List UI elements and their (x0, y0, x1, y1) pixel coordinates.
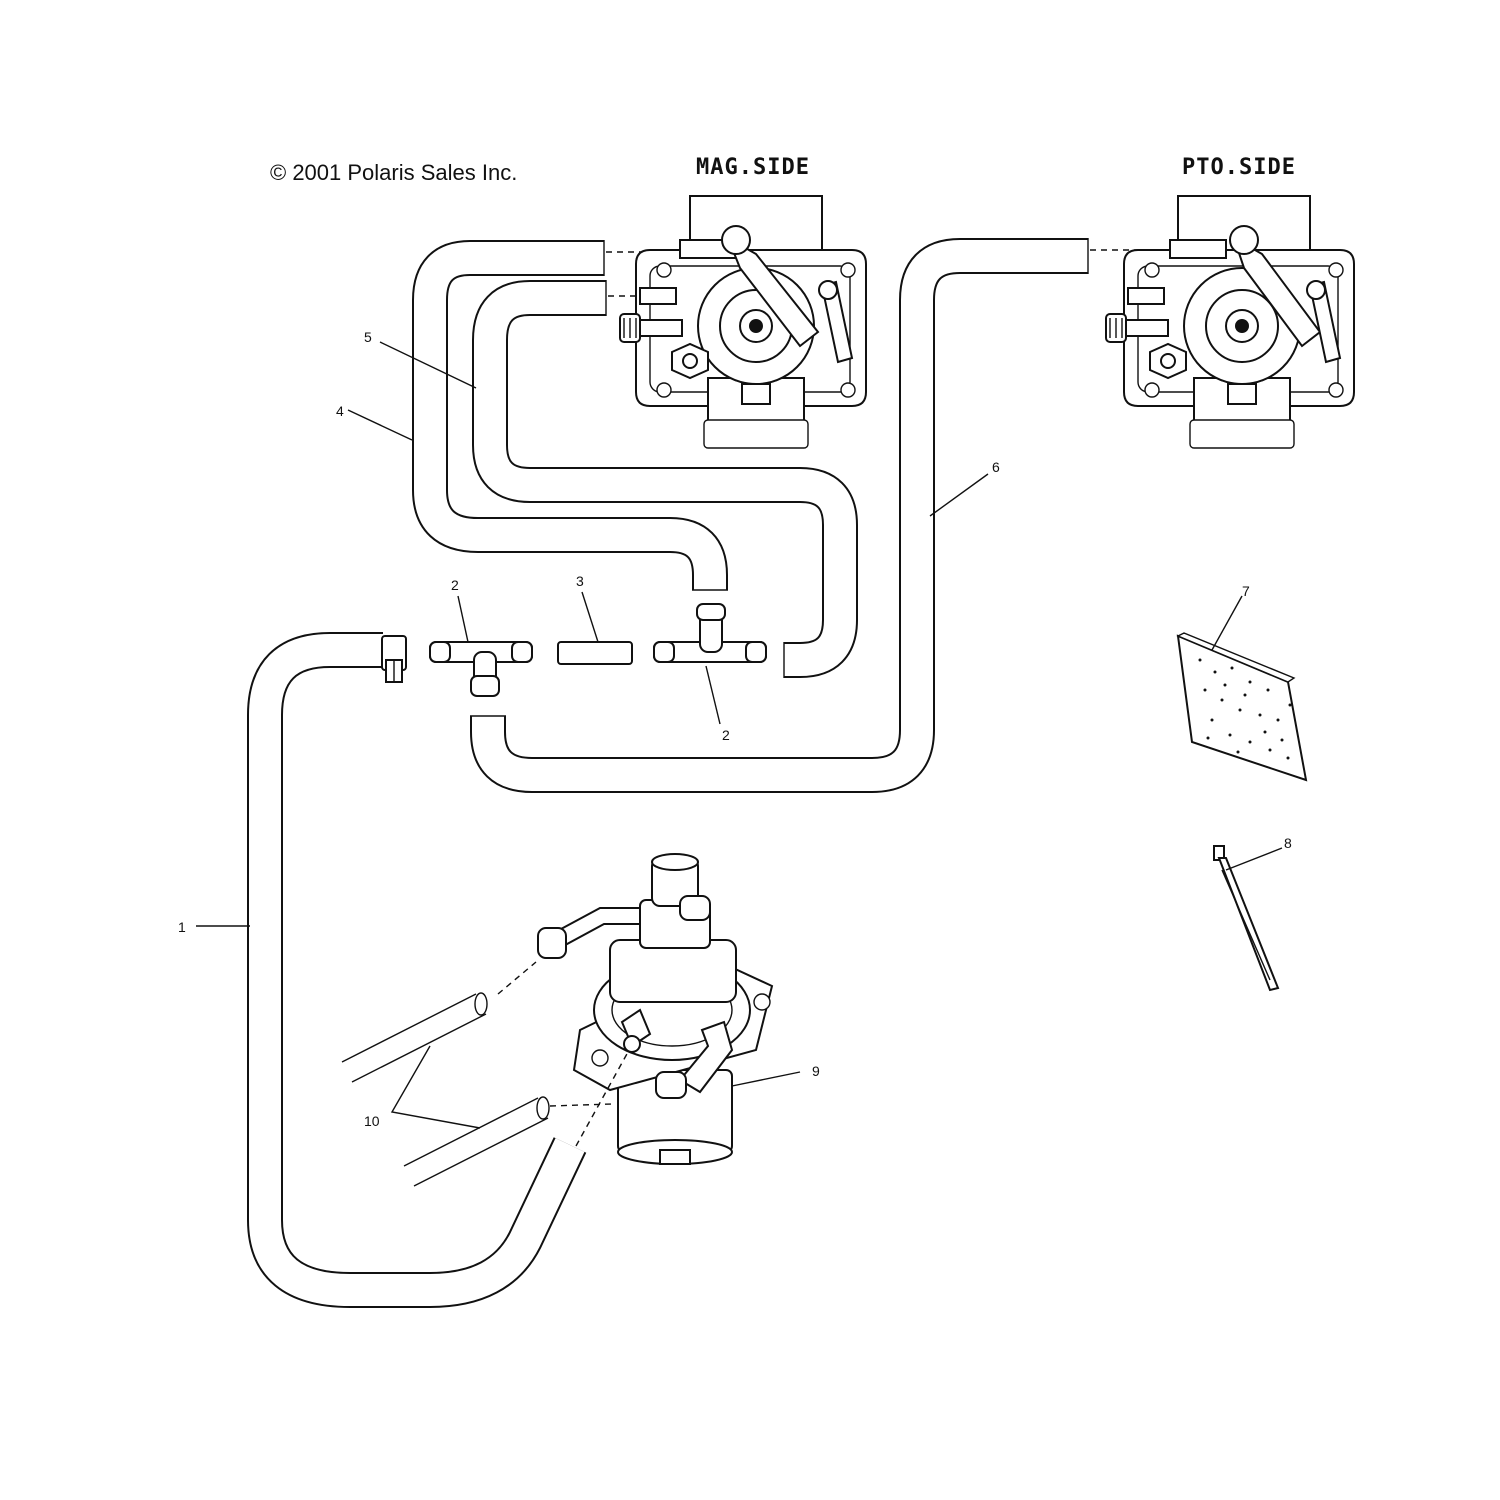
tee-fitting-left (429, 641, 533, 697)
foam-pad (1176, 632, 1308, 782)
callout-2-left: 2 (451, 577, 459, 593)
tube-lower (403, 1096, 550, 1187)
callout-7: 7 (1242, 583, 1250, 599)
mag-side-label: MAG.SIDE (696, 155, 810, 180)
tee-fitting-right (653, 603, 767, 663)
callout-8: 8 (1284, 835, 1292, 851)
hose-4 (412, 240, 728, 593)
callout-1: 1 (178, 919, 186, 935)
cable-tie (1213, 845, 1280, 992)
callout-4: 4 (336, 403, 344, 419)
callout-5: 5 (364, 329, 372, 345)
hose-1 (247, 632, 587, 1308)
fuel-pump (537, 853, 774, 1165)
tube-upper (341, 992, 488, 1083)
hose-6 (470, 238, 1088, 793)
callout-3: 3 (576, 573, 584, 589)
pto-side-label: PTO.SIDE (1182, 155, 1296, 180)
carburetor-pto (1105, 195, 1355, 449)
hose-connector (557, 641, 633, 665)
callout-9: 9 (812, 1063, 820, 1079)
callout-2-right: 2 (722, 727, 730, 743)
leader-lines (196, 341, 1283, 1129)
hose-5 (472, 280, 858, 678)
hose-clamp (381, 635, 407, 683)
callout-10: 10 (364, 1113, 380, 1129)
carburetor-mag (619, 195, 867, 449)
copyright-text: © 2001 Polaris Sales Inc. (270, 160, 517, 185)
callout-6: 6 (992, 459, 1000, 475)
